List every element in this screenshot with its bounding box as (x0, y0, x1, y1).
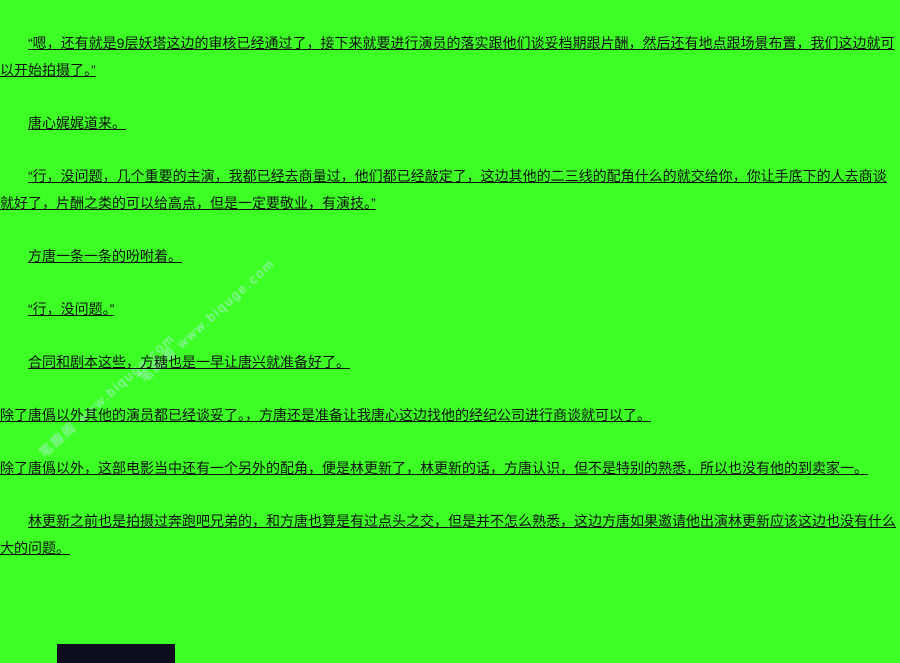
paragraph: 唐心娓娓道来。 (28, 115, 126, 131)
paragraph: 合同和剧本这些，方糖也是一早让唐兴就准备好了。 (28, 354, 350, 370)
paragraph: 林更新之前也是拍摄过奔跑吧兄弟的，和方唐也算是有过点头之交，但是并不怎么熟悉，这… (0, 513, 896, 556)
paragraph: 除了唐僞以外，这部电影当中还有一个另外的配角，便是林更新了，林更新的话，方唐认识… (0, 460, 868, 476)
paragraph: “行，没问题。” (28, 301, 115, 317)
paragraph: “行，没问题，几个重要的主演，我都已经去商量过，他们都已经敲定了，这边其他的二三… (0, 168, 887, 211)
paragraph: “嗯，还有就是9层妖塔这边的审核已经通过了，接下来就要进行演员的落实跟他们谈妥档… (0, 35, 895, 78)
paragraph: 方唐一条一条的吩咐着。 (28, 248, 182, 264)
novel-content: “嗯，还有就是9层妖塔这边的审核已经通过了，接下来就要进行演员的落实跟他们谈妥档… (0, 35, 896, 556)
paragraph: 除了唐僞以外其他的演员都已经谈妥了。，方唐还是准备让我唐心这边找他的经纪公司进行… (0, 407, 651, 423)
bottom-overlay (57, 644, 175, 663)
